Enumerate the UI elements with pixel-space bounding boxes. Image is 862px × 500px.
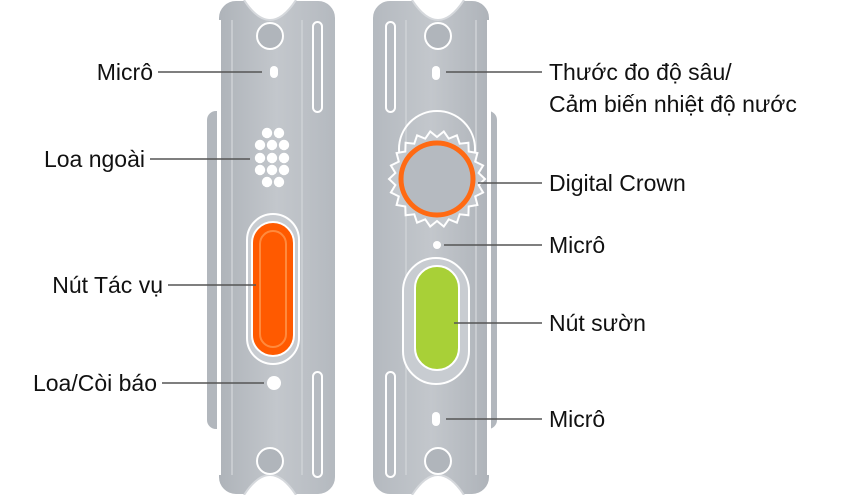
label-external-speaker: Loa ngoài [43, 146, 145, 172]
external-speaker-grille [254, 127, 290, 188]
label-depth-gauge-line1: Thước đo độ sâu/ [549, 59, 732, 85]
label-side-button: Nút sườn [549, 310, 646, 336]
leader-lines [150, 71, 542, 420]
depth-gauge-port [432, 66, 440, 80]
label-microphone-bottom: Micrô [549, 406, 606, 432]
speaker-siren-hole [267, 376, 281, 390]
label-speaker-siren: Loa/Còi báo [32, 370, 157, 396]
side-button [402, 257, 470, 385]
action-button [246, 213, 300, 365]
label-action-button: Nút Tác vụ [52, 272, 163, 298]
left-microphone-hole [270, 66, 278, 78]
label-microphone-mid: Micrô [549, 232, 606, 258]
right-microphone-bottom-hole [432, 412, 440, 426]
right-microphone-mid-hole [433, 241, 441, 249]
label-digital-crown: Digital Crown [549, 170, 686, 196]
label-depth-gauge-line2: Cảm biến nhiệt độ nước [549, 91, 797, 117]
label-microphone-left: Micrô [96, 59, 153, 85]
digital-crown [387, 110, 487, 228]
